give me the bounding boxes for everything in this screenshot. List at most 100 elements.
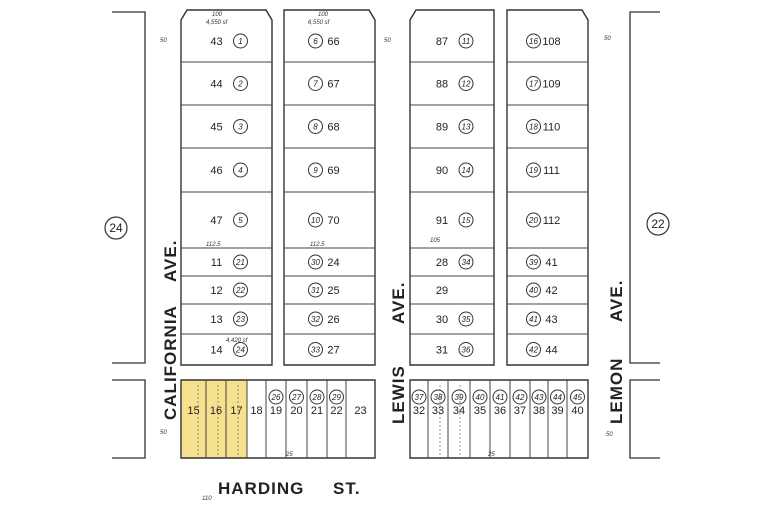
lot-number: 43 [545,314,557,326]
block-22-south-boundary [629,379,660,459]
note-100: 100 [212,12,223,18]
parcel-circle-number: 34 [462,258,471,267]
south-left-block-outline [180,379,376,459]
lot-number: 15 [187,405,199,417]
parcel-circle-number: 13 [462,123,471,132]
block-22-label: 22 [651,217,665,231]
block-a-outline [180,9,273,366]
note-105: 105 [430,238,441,244]
lot-number: 40 [571,405,583,417]
parcel-circle [458,76,474,91]
parcel-circle-number: 39 [455,393,464,402]
parcel-circle-number: 30 [311,258,320,267]
note-50: 50 [384,38,391,44]
parcel-circle-number: 20 [528,216,538,225]
lot-number: 29 [436,285,448,297]
street-harding-st: ST. [333,479,361,498]
parcel-circle [458,254,474,270]
parcel-circle-number: 44 [553,393,562,402]
street-harding: HARDING [218,479,304,498]
parcel-circle-number: 31 [311,286,320,295]
parcel-circle-number: 16 [529,37,538,46]
lot-number: 68 [327,122,339,134]
parcel-circle [512,389,528,405]
parcel-circle [308,212,323,228]
note-area: 4,420 sf [226,338,249,344]
parcel-circle-number: 36 [462,346,471,355]
lot-number: 21 [311,405,323,417]
lot-number: 27 [327,345,339,357]
lot-number: 108 [542,36,560,48]
parcel-circle [308,119,323,134]
parcel-circle-number: 7 [313,80,318,89]
block-22-circle [646,212,670,236]
lot-number: 11 [211,257,222,269]
parcel-circle [411,389,427,405]
parcel-circle-number: 45 [573,393,582,402]
note-50: 50 [160,430,167,436]
lot-number: 19 [270,405,282,417]
lot-number: 22 [330,405,342,417]
parcel-circle-number: 9 [313,166,318,175]
parcel-circle [458,311,474,327]
lot-number: 23 [354,405,366,417]
parcel-circle-number: 39 [529,258,538,267]
parcel-circle [531,389,547,405]
lot-number: 28 [436,257,448,269]
parcel-circle [268,389,284,405]
parcel-circle-number: 10 [311,216,320,225]
parcel-circle [526,119,541,134]
lot-number: 45 [210,122,222,134]
parcel-circle [233,76,248,91]
block-24-label: 24 [109,221,123,235]
parcel-circle-number: 6 [313,37,318,46]
lot-number: 18 [250,405,262,417]
parcel-circle [570,389,585,405]
parcel-circle [526,33,541,49]
lot-number: 37 [514,405,526,417]
parcel-circle-number: 33 [311,346,320,355]
lot-number: 30 [436,314,448,326]
parcel-circle [233,254,248,270]
parcel-circle-number: 4 [238,166,243,175]
block-24-north-boundary [112,11,146,364]
lot-number: 36 [494,405,506,417]
note-25: 25 [285,452,293,458]
parcel-circle-number: 29 [331,393,341,402]
lot-number: 90 [436,165,448,177]
parcel-circle-number: 38 [434,393,443,402]
lot-number: 89 [436,122,448,134]
block-24-south-boundary [112,379,146,459]
lot-number: 109 [542,79,560,91]
lot-number: 91 [436,215,448,227]
block-c-outline [409,9,495,366]
street-lewis-ave: AVE. [389,282,408,324]
parcel-circle-number: 27 [291,393,301,402]
lot-number: 20 [290,405,302,417]
parcel-circle-number: 11 [462,37,470,46]
parcel-circle-number: 26 [271,393,281,402]
lot-number: 44 [210,79,222,91]
parcel-circle [526,311,541,327]
parcel-circle [550,389,565,405]
parcel-circle [526,76,541,91]
parcel-circle-number: 23 [235,315,245,324]
lot-number: 24 [327,257,339,269]
street-lewis: LEWIS [389,365,408,424]
parcel-circle [308,76,323,91]
note-area: 6,550 sf [308,20,331,26]
parcel-circle [526,254,541,270]
parcel-circle-number: 22 [235,286,245,295]
parcel-circle [233,282,248,298]
lot-number: 87 [436,36,448,48]
lot-number: 67 [327,79,339,91]
lot-number: 35 [474,405,486,417]
lot-number: 26 [327,314,339,326]
parcel-circle [308,311,323,327]
parcel-circle-number: 42 [529,346,538,355]
parcel-circle-number: 40 [529,286,538,295]
parcel-circle [233,342,248,357]
parcel-circle [308,162,323,178]
parcel-circle [308,282,323,298]
